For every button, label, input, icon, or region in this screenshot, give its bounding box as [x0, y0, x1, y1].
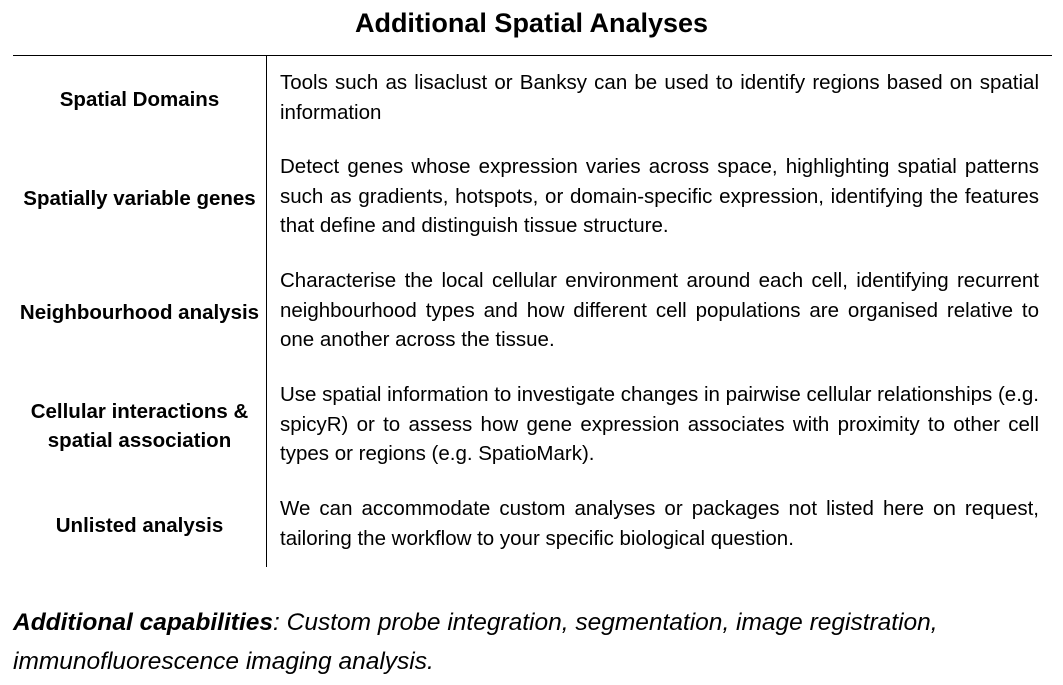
row-description: Characterise the local cellular environm… — [280, 269, 1039, 351]
footer-label: Additional capabilities — [13, 609, 274, 636]
row-label: Cellular interactions & spatial associat… — [30, 400, 249, 452]
row-label: Spatial Domains — [59, 87, 220, 111]
row-label: Neighbourhood analysis — [19, 300, 260, 324]
table-row-spatial-domains: Spatial Domains Tools such as lisaclust … — [13, 66, 1052, 132]
row-label: Unlisted analysis — [55, 513, 224, 537]
page-title: Additional Spatial Analyses — [354, 8, 709, 38]
row-description: Detect genes whose expression varies acr… — [280, 155, 1039, 237]
row-description: Use spatial information to investigate c… — [280, 383, 1039, 465]
additional-capabilities-note: Additional capabilities: Custom probe in… — [13, 603, 1043, 681]
title-divider — [13, 55, 1052, 56]
row-description: Tools such as lisaclust or Banksy can be… — [280, 71, 1039, 124]
row-label: Spatially variable genes — [23, 186, 256, 210]
table-row-spatially-variable-genes: Spatially variable genes Detect genes wh… — [13, 150, 1052, 246]
row-description: We can accommodate custom analyses or pa… — [280, 497, 1039, 550]
table-row-cellular-interactions: Cellular interactions & spatial associat… — [13, 378, 1052, 474]
analyses-table: Spatial Domains Tools such as lisaclust … — [13, 56, 1052, 567]
table-row-neighbourhood-analysis: Neighbourhood analysis Characterise the … — [13, 264, 1052, 360]
table-row-unlisted-analysis: Unlisted analysis We can accommodate cus… — [13, 492, 1052, 558]
column-divider — [266, 56, 267, 567]
footer-text: : Custom probe integration, segmentation… — [13, 609, 938, 675]
